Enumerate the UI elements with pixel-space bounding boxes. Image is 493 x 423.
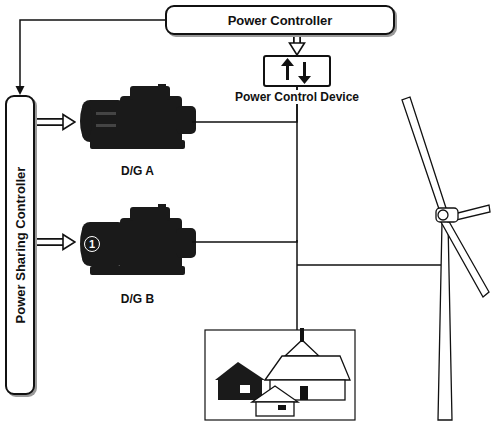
block-arrow	[35, 122, 63, 123]
generator-unit: D/G B	[75, 202, 200, 306]
device-box: Power Control Device	[263, 55, 331, 87]
callout-number: 1	[84, 236, 100, 252]
power-wire	[192, 87, 297, 242]
controller-box: Power Controller	[165, 5, 395, 35]
bidirectional-arrows	[281, 58, 311, 84]
load-houses	[205, 328, 355, 420]
bus-wire	[297, 240, 441, 332]
power-wire	[20, 20, 165, 86]
node-label: Power Sharing Controller	[13, 167, 28, 324]
node-label: D/G B	[119, 292, 156, 306]
diesel-generator	[80, 84, 196, 149]
block-arrow	[35, 242, 63, 243]
wind-turbine	[402, 97, 490, 420]
node-label: Power Control Device	[233, 90, 361, 104]
generator-unit: D/G A	[75, 82, 200, 178]
block-arrow	[297, 35, 298, 43]
node-label: D/G A	[119, 164, 156, 178]
diesel-generator	[80, 204, 196, 275]
sharing-controller-box: Power Sharing Controller	[5, 95, 35, 395]
node-label: Power Controller	[228, 13, 333, 28]
